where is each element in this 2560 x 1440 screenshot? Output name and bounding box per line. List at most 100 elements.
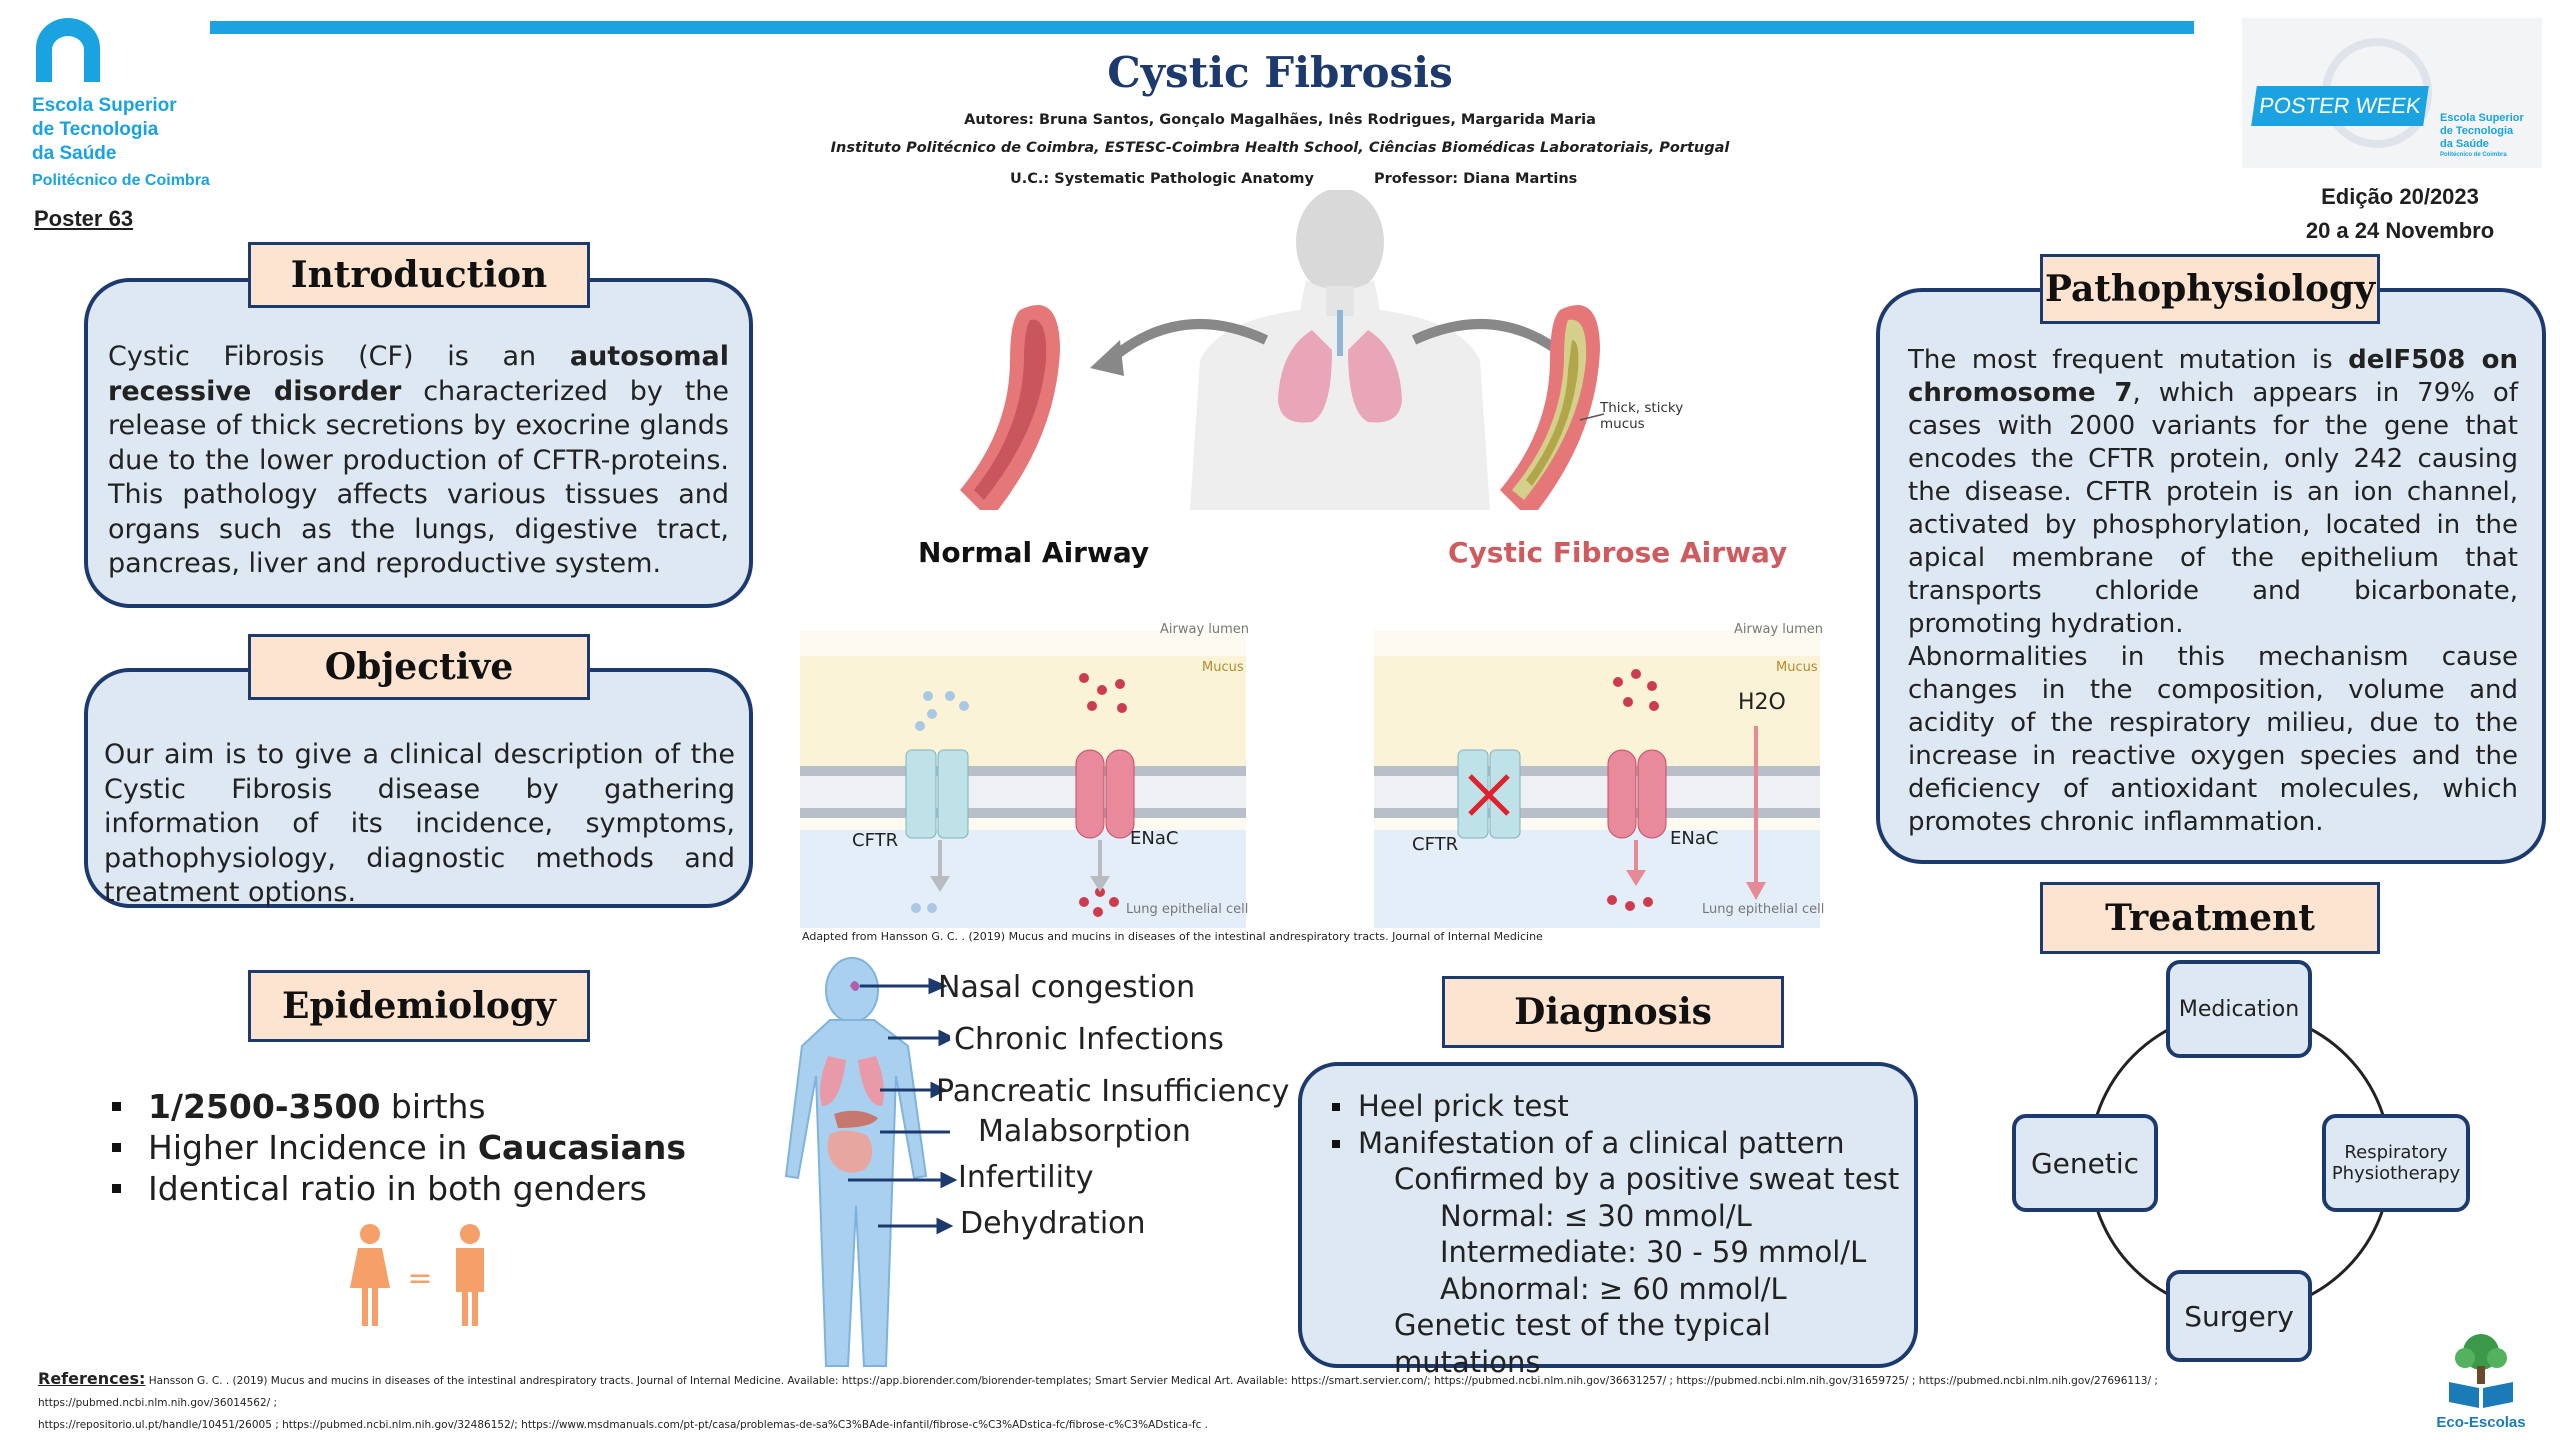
births-label: births: [380, 1087, 486, 1126]
left-arrow-icon: [1106, 319, 1269, 364]
respiratory-line2: Physiotherapy: [2331, 1163, 2461, 1184]
authors: Autores: Bruna Santos, Gonçalo Magalhães…: [964, 112, 1596, 128]
list-item: Intermediate: 30 - 59 mmol/L: [1440, 1235, 1867, 1269]
cf-airway-label: Cystic Fibrose Airway: [1448, 536, 1788, 569]
normal-airway-icon: [960, 305, 1060, 510]
human-body-icon: [784, 957, 928, 1367]
professor: Professor: Diana Martins: [1374, 171, 1578, 187]
eco-escolas-icon: [2449, 1334, 2513, 1408]
list-item: Identical ratio in both genders: [112, 1168, 686, 1209]
airway-lumen-label-left: Airway lumen: [1160, 622, 1250, 637]
list-item: Normal: ≤ 30 mmol/L: [1440, 1198, 1752, 1233]
edition-dates: 20 a 24 Novembro: [2305, 218, 2495, 243]
references-line2: https://repositorio.ul.pt/handle/10451/2…: [38, 1419, 1209, 1431]
path-text-b: , which appears in 79% of cases with 200…: [1908, 378, 2518, 639]
course-unit: U.C.: Systematic Pathologic Anatomy: [1010, 171, 1314, 187]
thick-mucus-label: Thick, sticky mucus: [1600, 400, 1683, 432]
list-item: 1/2500-3500 births: [112, 1086, 686, 1127]
treatment-surgery: Surgery: [2166, 1270, 2312, 1362]
births-ratio: 1/2500-3500: [148, 1087, 381, 1126]
diagnosis-list: Heel prick test Manifestation of a clini…: [1326, 1088, 1904, 1380]
enac-label-right: ENaC: [1670, 828, 1719, 849]
treatment-genetic: Genetic: [2012, 1114, 2158, 1212]
introduction-heading: Introduction: [248, 242, 590, 308]
cftr-label-right: CFTR: [1412, 834, 1459, 855]
list-item: Higher Incidence in Caucasians: [112, 1127, 686, 1168]
gender-ratio-label: Identical ratio in both genders: [148, 1169, 647, 1208]
path-text-c: Abnormalities in this mechanism cause ch…: [1908, 642, 2518, 837]
path-text-a: The most frequent mutation is: [1908, 345, 2349, 375]
treatment-medication: Medication: [2166, 960, 2312, 1058]
treatment-heading: Treatment: [2040, 882, 2380, 954]
symptom-infertility: Infertility: [958, 1160, 1094, 1195]
polytechnic-name: Politécnico de Coimbra: [32, 172, 210, 189]
list-item: Heel prick test: [1326, 1088, 1904, 1125]
references-line1: Hansson G. C. . (2019) Mucus and mucins …: [38, 1375, 2158, 1409]
pw-line1: Escola Superior: [2440, 112, 2524, 124]
symptom-arrows-lower: [848, 1171, 958, 1235]
symptom-dehydration: Dehydration: [960, 1206, 1146, 1241]
school-name-line1: Escola Superior: [32, 95, 177, 116]
top-accent-bar: [210, 21, 2194, 34]
pw-line3: da Saúde: [2440, 138, 2489, 150]
school-logo: Escola Superior de Tecnologia da Saúde P…: [32, 18, 252, 190]
school-name-line3: da Saúde: [32, 143, 117, 164]
list-item: Genetic test of the typical mutations: [1394, 1308, 1771, 1379]
treatment-respiratory: Respiratory Physiotherapy: [2322, 1114, 2470, 1212]
edition: Edição 20/2023: [2321, 184, 2479, 209]
pathophysiology-panel: The most frequent mutation is delF508 on…: [1876, 288, 2546, 864]
diagnosis-panel: Heel prick test Manifestation of a clini…: [1298, 1062, 1918, 1379]
h2o-label: H2O: [1738, 690, 1786, 715]
respiratory-line1: Respiratory: [2344, 1142, 2448, 1163]
pw-line4: Politécnico de Coimbra: [2440, 152, 2507, 158]
cf-epithelium-panel: [1374, 630, 1820, 928]
normal-epithelium-panel: [800, 630, 1246, 928]
cftr-label-left: CFTR: [852, 830, 899, 851]
epithelial-label-right: Lung epithelial cell: [1702, 902, 1825, 917]
incidence-label: Higher Incidence in: [148, 1128, 478, 1167]
mucus-label-left: Mucus: [1202, 660, 1244, 675]
human-torso-icon: [1190, 190, 1490, 510]
poster-title: Cystic Fibrosis: [1107, 48, 1453, 97]
edition-info: Edição 20/2023 20 a 24 Novembro: [2240, 180, 2560, 248]
gender-equal-icon: =: [350, 1224, 484, 1326]
symptom-arrows: [860, 977, 950, 1134]
symptom-malabsorption: Malabsorption: [978, 1114, 1191, 1149]
poster-week-school: Escola Superior de Tecnologia da Saúde P…: [2440, 112, 2524, 160]
cf-airway-icon: [1500, 305, 1605, 510]
list-item: Manifestation of a clinical pattern: [1326, 1125, 1904, 1162]
objective-text: Our aim is to give a clinical descriptio…: [104, 739, 735, 908]
pw-line2: de Tecnologia: [2440, 125, 2514, 137]
thick-mucus-line2: mucus: [1600, 416, 1645, 432]
intro-text-b: characterized by the release of thick se…: [108, 375, 730, 580]
pathophysiology-heading: Pathophysiology: [2040, 254, 2380, 324]
intro-text-a: Cystic Fibrosis (CF) is an: [108, 341, 570, 372]
introduction-panel: Cystic Fibrosis (CF) is an autosomal rec…: [84, 278, 753, 608]
path-bold: delF508 on chromosome 7: [1908, 345, 2518, 408]
airway-illustration: [960, 190, 1605, 510]
diagnosis-heading: Diagnosis: [1442, 976, 1784, 1048]
poster-number: Poster 63: [34, 206, 134, 231]
epidemiology-heading: Epidemiology: [248, 970, 590, 1042]
caucasians-bold: Caucasians: [477, 1128, 687, 1167]
blocked-x-icon: [1468, 774, 1510, 816]
normal-airway-label: Normal Airway: [918, 536, 1150, 569]
poster-week-ribbon: POSTER WEEK: [2251, 86, 2429, 126]
airway-lumen-label-right: Airway lumen: [1734, 622, 1824, 637]
enac-label-left: ENaC: [1130, 828, 1179, 849]
thick-mucus-line1: Thick, sticky: [1600, 400, 1684, 416]
eco-escolas-label: Eco-Escolas: [2436, 1414, 2526, 1431]
school-logo-mark-icon: [36, 18, 100, 82]
references-label: References:: [38, 1369, 146, 1388]
institution: Instituto Politécnico de Coimbra, ESTESC…: [830, 140, 1730, 156]
list-item: Abnormal: ≥ 60 mmol/L: [1440, 1271, 1787, 1306]
cf-channel-diagram: [1374, 656, 1820, 928]
symptom-nasal: Nasal congestion: [938, 970, 1196, 1005]
normal-channel-diagram: [800, 656, 1246, 928]
equals-sign: =: [407, 1261, 432, 1296]
eco-escolas-logo: Eco-Escolas: [2426, 1330, 2536, 1431]
epidemiology-list: 1/2500-3500 births Higher Incidence in C…: [112, 1086, 686, 1209]
references: References: Hansson G. C. . (2019) Mucus…: [38, 1368, 2218, 1436]
list-item: Confirmed by a positive sweat test: [1394, 1162, 1900, 1196]
symptom-pancreatic: Pancreatic Insufficiency: [936, 1074, 1290, 1109]
